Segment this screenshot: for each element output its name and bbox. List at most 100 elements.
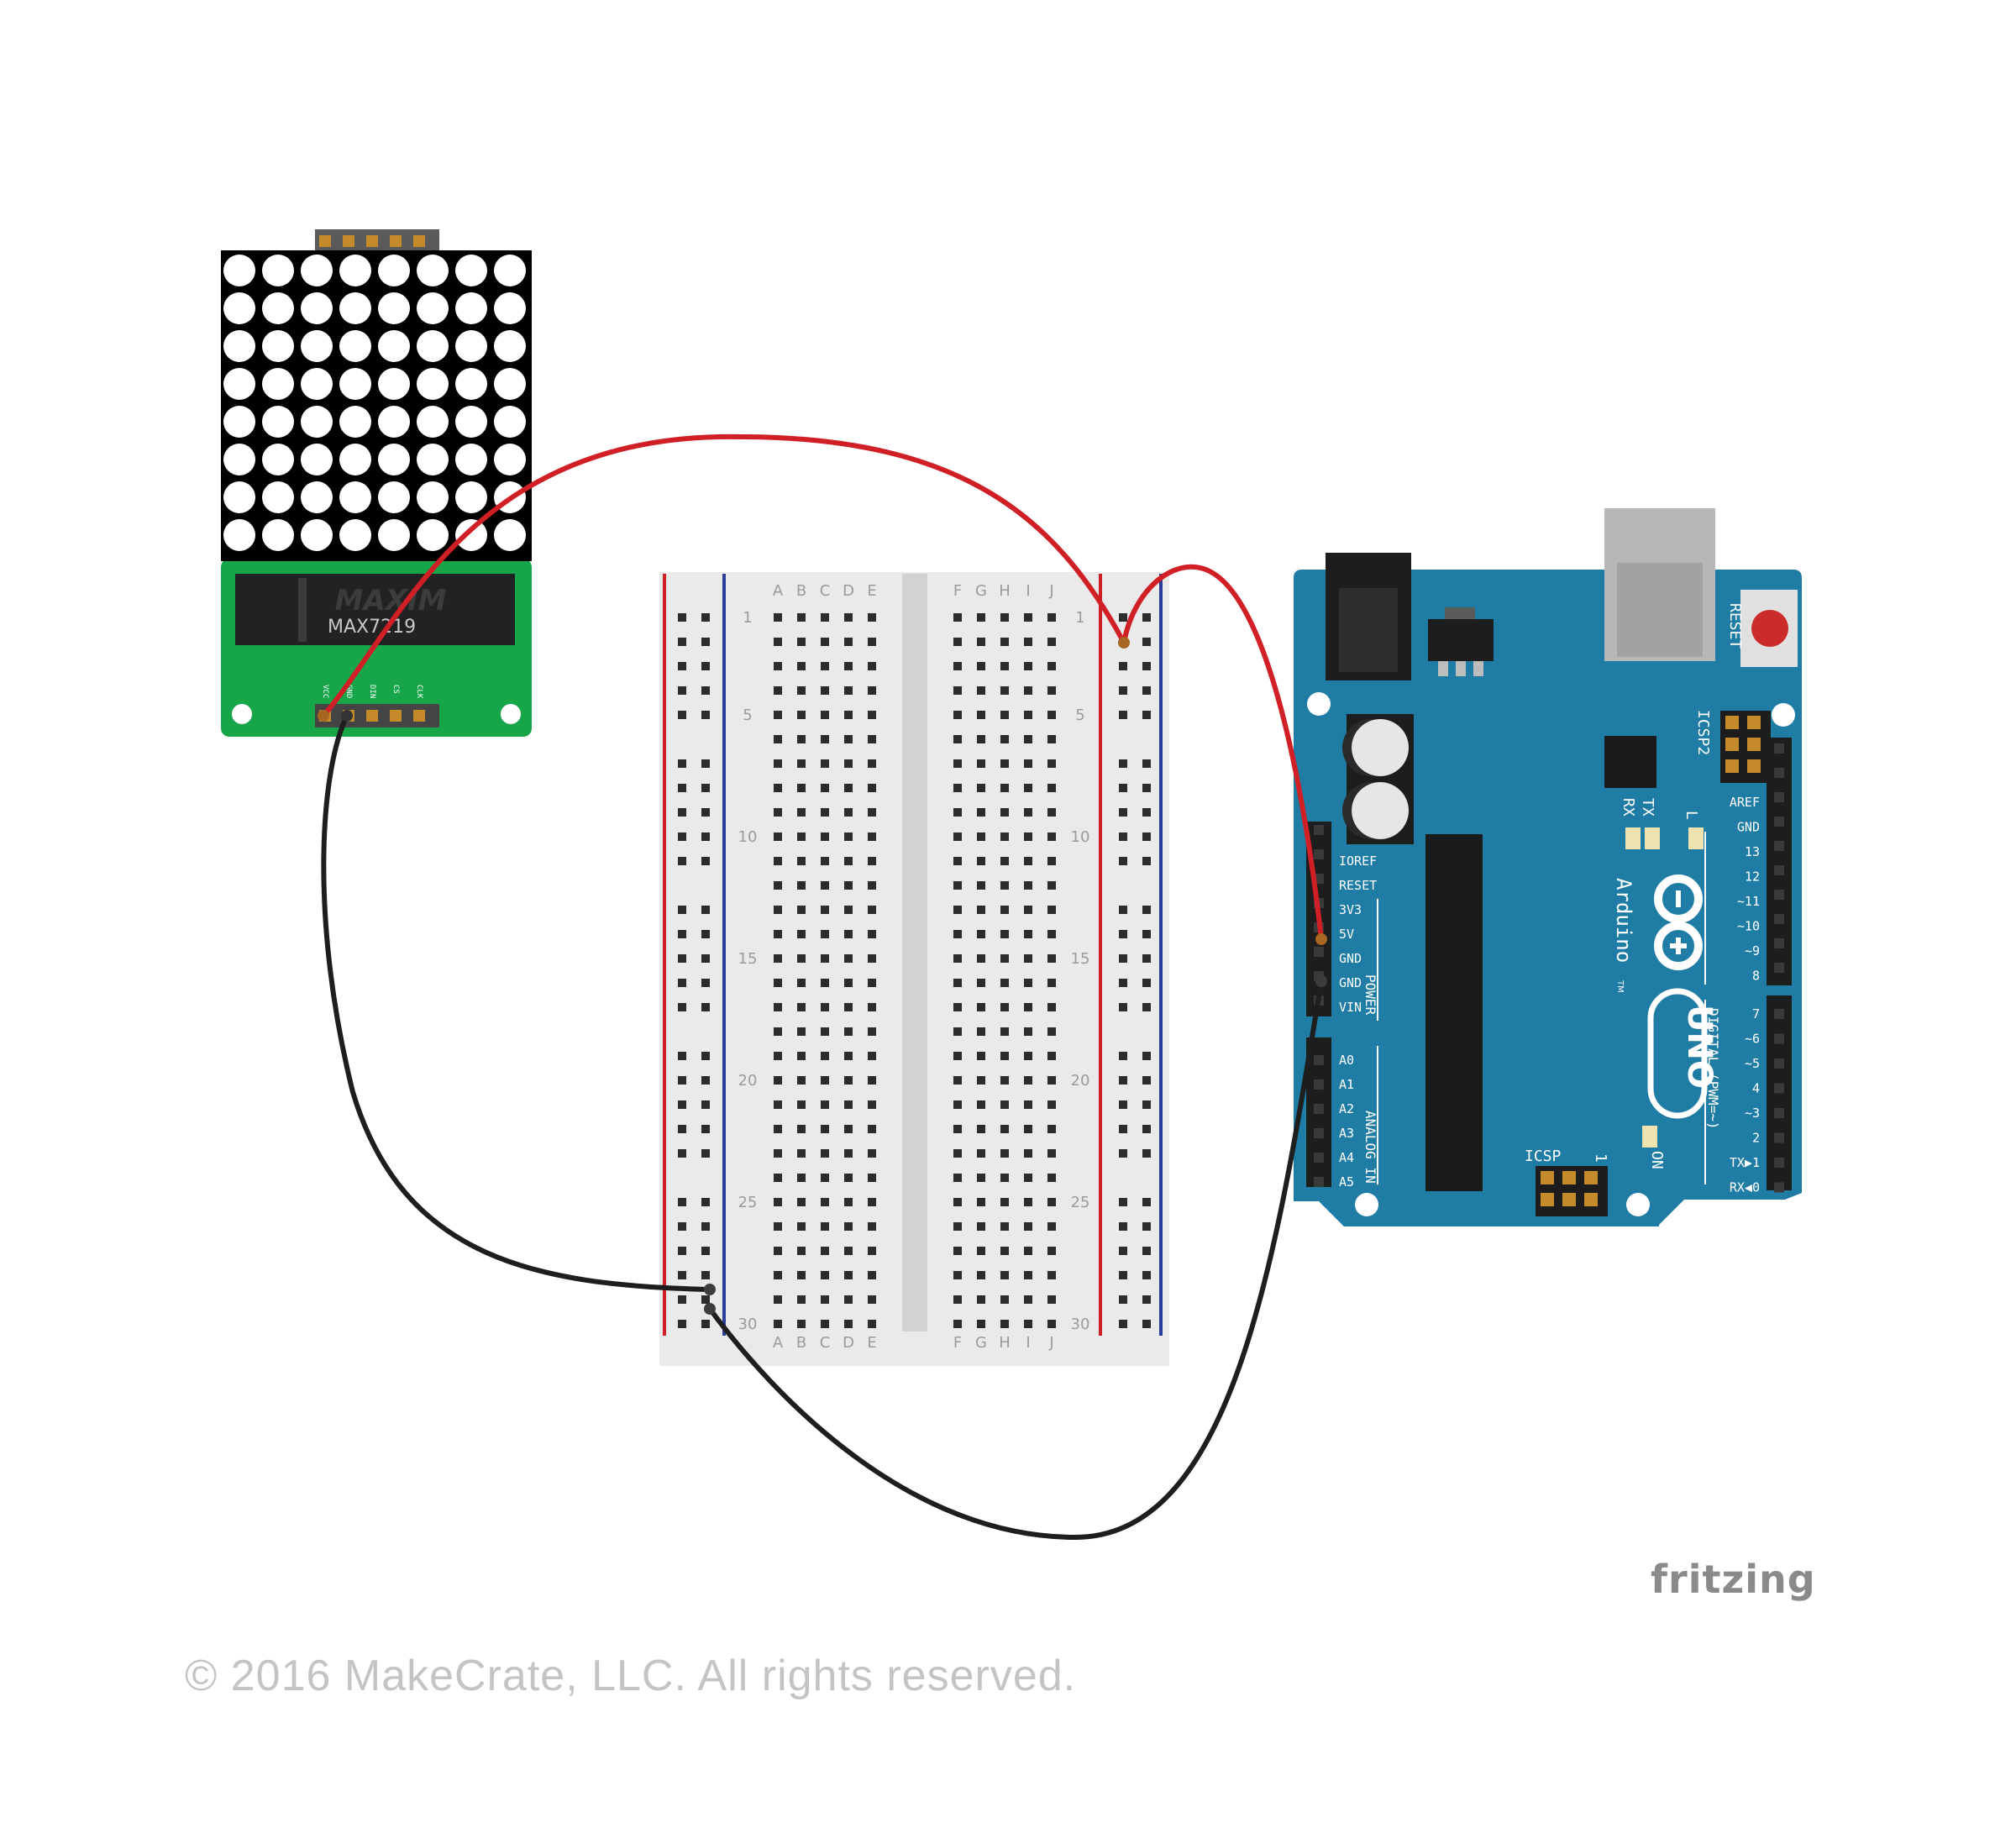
breadboard-hole [1024, 1222, 1032, 1231]
reset-button[interactable] [1751, 610, 1788, 647]
led-dot [262, 519, 294, 551]
breadboard-hole [1000, 832, 1009, 841]
rail-hole [678, 1320, 686, 1328]
breadboard-hole [1024, 1320, 1032, 1328]
rail-hole [1142, 1222, 1151, 1231]
breadboard-hole [953, 1052, 962, 1060]
digital-pin-label: ~6 [1745, 1032, 1760, 1047]
header-pin [366, 235, 378, 247]
voltage-regulator-leg [1456, 661, 1466, 676]
column-letter: J [1048, 1334, 1053, 1352]
rail-hole [1142, 979, 1151, 987]
breadboard-hole [1024, 1052, 1032, 1060]
rail-hole [678, 759, 686, 768]
rail-hole [1119, 1320, 1127, 1328]
breadboard-hole [844, 662, 853, 670]
matrix-pin-label: VCC [321, 685, 329, 698]
header-pin [1774, 1158, 1784, 1168]
breadboard-hole [821, 808, 829, 817]
breadboard-hole [868, 1320, 876, 1328]
rail-hole [1119, 1149, 1127, 1158]
rail-hole [701, 954, 710, 963]
rail-hole [701, 1198, 710, 1206]
led-dot [455, 406, 487, 438]
breadboard-hole [868, 832, 876, 841]
breadboard-hole [868, 613, 876, 622]
header-pin [366, 710, 378, 722]
status-led [1645, 827, 1660, 849]
breadboard-hole [977, 1149, 985, 1158]
rail-hole [678, 857, 686, 865]
row-number: 5 [743, 706, 752, 724]
breadboard-hole [797, 686, 806, 695]
led-dot [339, 519, 371, 551]
rail-hole [1119, 906, 1127, 914]
breadboard-holes [678, 613, 1151, 1328]
rail-hole [701, 832, 710, 841]
rail-hole [1142, 954, 1151, 963]
power-pin-label: IOREF [1339, 853, 1377, 869]
breadboard-hole [797, 930, 806, 938]
led-dot [301, 368, 333, 400]
capacitor [1342, 714, 1414, 781]
matrix-top-header-pins [319, 235, 425, 247]
row-number: 1 [743, 609, 752, 627]
breadboard-hole [821, 1320, 829, 1328]
rail-hole [1142, 1271, 1151, 1279]
breadboard-hole [953, 662, 962, 670]
matrix-pin-label: CLK [415, 685, 423, 699]
header-pin [1314, 1055, 1324, 1065]
breadboard-hole [821, 1198, 829, 1206]
uno-label: UNO [1680, 1005, 1719, 1089]
column-letter: B [796, 1334, 806, 1352]
column-letter: A [773, 582, 784, 600]
breadboard-hole [821, 711, 829, 719]
breadboard-hole [953, 735, 962, 743]
header-pin [1774, 914, 1784, 924]
led-dot [417, 292, 449, 324]
breadboard-hole [977, 1125, 985, 1133]
breadboard-hole [1000, 1247, 1009, 1255]
breadboard-hole [1047, 784, 1056, 792]
breadboard-hole [774, 930, 782, 938]
breadboard-hole [844, 1076, 853, 1085]
breadboard-hole [953, 1222, 962, 1231]
breadboard-hole [1047, 1174, 1056, 1182]
breadboard-hole [1000, 613, 1009, 622]
breadboard-hole [1024, 1003, 1032, 1011]
rail-hole [1119, 662, 1127, 670]
voltage-regulator-tab [1445, 607, 1475, 619]
breadboard-hole [1047, 686, 1056, 695]
breadboard-hole [1000, 1222, 1009, 1231]
icsp-label: ICSP [1525, 1148, 1562, 1165]
breadboard-hole [1000, 1149, 1009, 1158]
rail-hole [1119, 808, 1127, 817]
breadboard-hole [868, 1247, 876, 1255]
rail-hole [678, 1052, 686, 1060]
breadboard-hole [1047, 662, 1056, 670]
breadboard-hole [844, 1222, 853, 1231]
header-pin [1774, 841, 1784, 851]
breadboard-hole [953, 808, 962, 817]
breadboard-hole [868, 1003, 876, 1011]
breadboard-hole [797, 1271, 806, 1279]
led-dot [378, 292, 410, 324]
analog-pin-label: A5 [1339, 1174, 1354, 1190]
breadboard-hole [977, 1295, 985, 1304]
rail-hole [678, 1295, 686, 1304]
header-pin [1747, 716, 1761, 729]
breadboard-hole [977, 1174, 985, 1182]
led-dot [301, 292, 333, 324]
breadboard-hole [977, 1271, 985, 1279]
rail-hole [1142, 857, 1151, 865]
breadboard-hole [774, 881, 782, 890]
breadboard-hole [1024, 1174, 1032, 1182]
breadboard-hole [977, 881, 985, 890]
analog-pin-label: A2 [1339, 1101, 1354, 1116]
header-pin [1774, 890, 1784, 900]
breadboard-hole [844, 784, 853, 792]
led-dot [417, 519, 449, 551]
breadboard-hole [953, 613, 962, 622]
breadboard-hole [774, 1295, 782, 1304]
header-pin [1314, 1177, 1324, 1187]
